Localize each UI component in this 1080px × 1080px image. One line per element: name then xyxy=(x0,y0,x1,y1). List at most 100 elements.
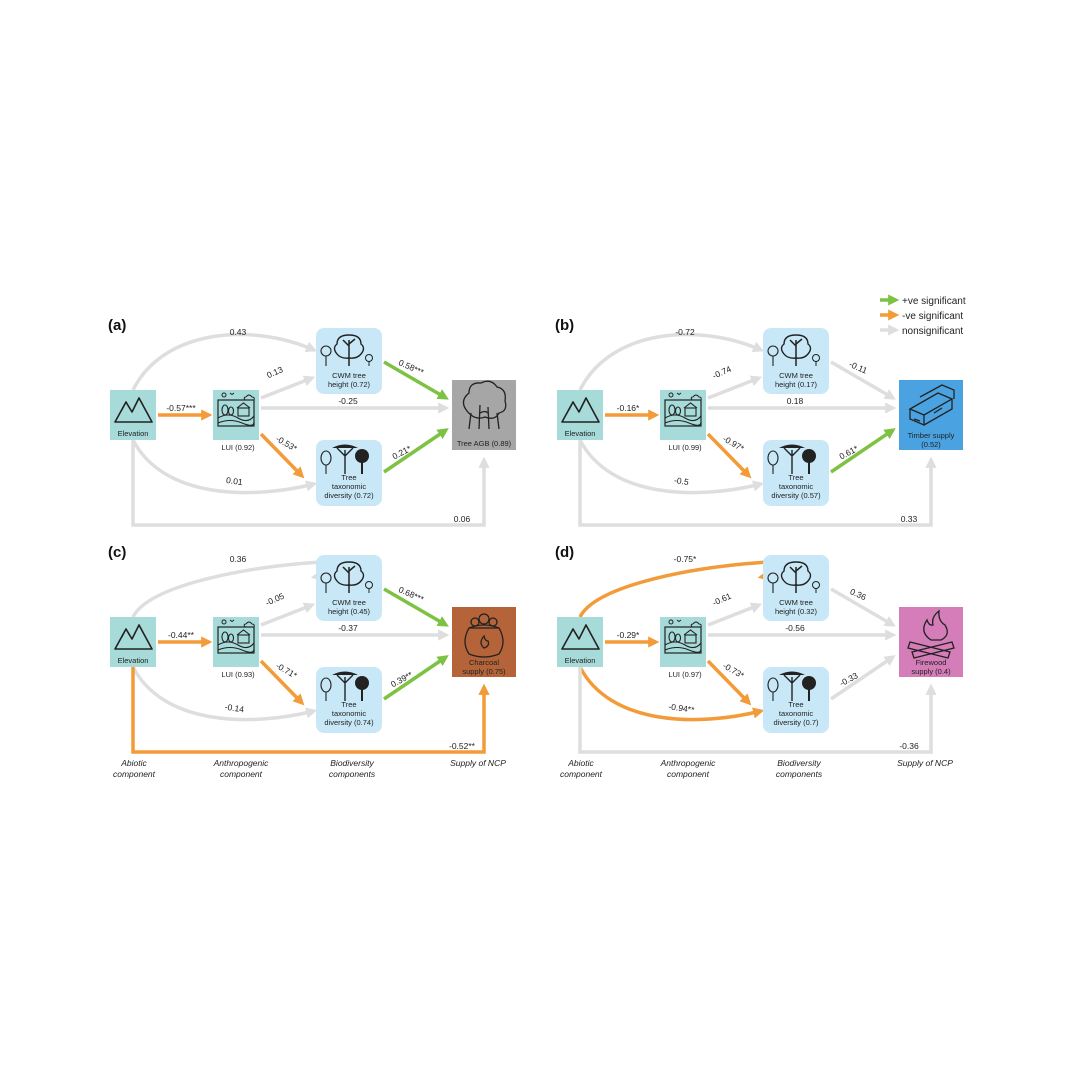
path-elev-to-out xyxy=(578,667,937,754)
land-use-icon xyxy=(217,392,255,427)
mountain-icon xyxy=(114,623,153,650)
tree-diversity-icon xyxy=(320,444,369,474)
footer-ncp-label: Supply of NCP xyxy=(897,758,953,768)
path-elev-to-tax xyxy=(131,439,318,495)
path-elev-to-cwm xyxy=(578,332,765,391)
tree-diversity-icon xyxy=(767,671,816,701)
mountain-icon xyxy=(561,396,600,423)
coefficient-elev-to-lui: -0.29* xyxy=(617,630,640,640)
coefficient-elev-to-out: -0.52** xyxy=(449,741,476,751)
path-tax-to-out xyxy=(830,428,896,474)
lui-node: LUI (0.97) xyxy=(660,617,706,679)
path-elev-to-tax xyxy=(578,439,765,495)
elevation-node: Elevation xyxy=(110,390,156,440)
lui-box xyxy=(213,390,259,440)
legend-nonsignificant-label: nonsignificant xyxy=(902,326,963,337)
coefficient-elev-to-tax: -0.14 xyxy=(224,702,245,715)
land-use-icon xyxy=(664,619,702,654)
elevation-label: Elevation xyxy=(565,656,596,665)
tall-tree-icon xyxy=(320,334,373,366)
coefficient-elev-to-tax: -0.94** xyxy=(668,701,696,715)
lui-label: LUI (0.92) xyxy=(221,443,255,452)
elevation-label: Elevation xyxy=(565,429,596,438)
path-lui-to-tax xyxy=(706,432,752,479)
timber-icon xyxy=(908,384,955,426)
footer-ncp-label: Supply of NCP xyxy=(450,758,506,768)
path-cwm-to-out xyxy=(383,360,449,400)
ncp-outcome-label: Timber supply(0.52) xyxy=(908,431,955,449)
lui-node: LUI (0.99) xyxy=(660,390,706,452)
path-lui-to-cwm xyxy=(707,375,763,400)
path-cwm-to-out xyxy=(830,360,896,400)
path-tax-to-out xyxy=(383,428,449,474)
path-elev-to-out xyxy=(578,440,937,527)
elevation-label: Elevation xyxy=(118,429,149,438)
coefficient-lui-to-cwm: 0.13 xyxy=(265,364,284,380)
elevation-node: Elevation xyxy=(557,390,603,440)
path-cwm-to-out xyxy=(383,587,449,627)
path-tax-to-out xyxy=(830,655,896,701)
panel-label: (b) xyxy=(555,317,574,334)
path-lui-to-cwm xyxy=(260,375,316,400)
lui-label: LUI (0.97) xyxy=(668,670,702,679)
charcoal-sack-icon xyxy=(464,613,504,658)
path-lui-to-tax xyxy=(259,659,305,706)
coefficient-elev-to-cwm: 0.43 xyxy=(230,327,247,337)
coefficient-lui-to-cwm: -0.05 xyxy=(264,591,286,608)
coefficient-elev-to-lui: -0.44** xyxy=(168,630,195,640)
lui-box xyxy=(213,617,259,667)
coefficient-cwm-to-out: 0.68*** xyxy=(397,584,426,604)
coefficient-lui-to-out: 0.18 xyxy=(787,396,804,406)
tall-tree-icon xyxy=(767,561,820,593)
panel-d: (d)-0.75*-0.94**-0.36-0.29*-0.61-0.73*-0… xyxy=(555,544,963,754)
coefficient-elev-to-cwm: -0.72 xyxy=(675,327,695,337)
mountain-icon xyxy=(561,623,600,650)
path-lui-to-cwm xyxy=(707,602,763,627)
path-elev-to-tax xyxy=(131,666,318,722)
legend-positive-label: +ve significant xyxy=(902,296,966,307)
coefficient-elev-to-tax: -0.5 xyxy=(673,475,689,487)
path-lui-to-tax xyxy=(706,659,752,706)
tall-tree-icon xyxy=(320,561,373,593)
coefficient-lui-to-out: -0.25 xyxy=(338,396,358,406)
lui-label: LUI (0.93) xyxy=(221,670,255,679)
land-use-icon xyxy=(664,392,702,427)
panel-label: (a) xyxy=(108,317,126,334)
coefficient-elev-to-tax: 0.01 xyxy=(226,475,244,487)
coefficient-elev-to-out: 0.06 xyxy=(454,514,471,524)
coefficient-lui-to-cwm: -0.74 xyxy=(711,364,733,381)
coefficient-lui-to-out: -0.37 xyxy=(338,623,358,633)
tall-tree-icon xyxy=(767,334,820,366)
elevation-node: Elevation xyxy=(110,617,156,667)
coefficient-elev-to-cwm: 0.36 xyxy=(230,554,247,564)
coefficient-elev-to-lui: -0.16* xyxy=(617,403,640,413)
land-use-icon xyxy=(217,619,255,654)
ncp-outcome-box xyxy=(452,380,516,450)
tree-biomass-icon xyxy=(462,380,507,430)
panel-a: (a)0.430.010.06-0.57***0.13-0.53*-0.250.… xyxy=(108,317,516,527)
panel-label: (d) xyxy=(555,544,574,561)
lui-box xyxy=(660,390,706,440)
path-lui-to-cwm xyxy=(260,602,316,627)
coefficient-lui-to-cwm: -0.61 xyxy=(711,591,733,608)
